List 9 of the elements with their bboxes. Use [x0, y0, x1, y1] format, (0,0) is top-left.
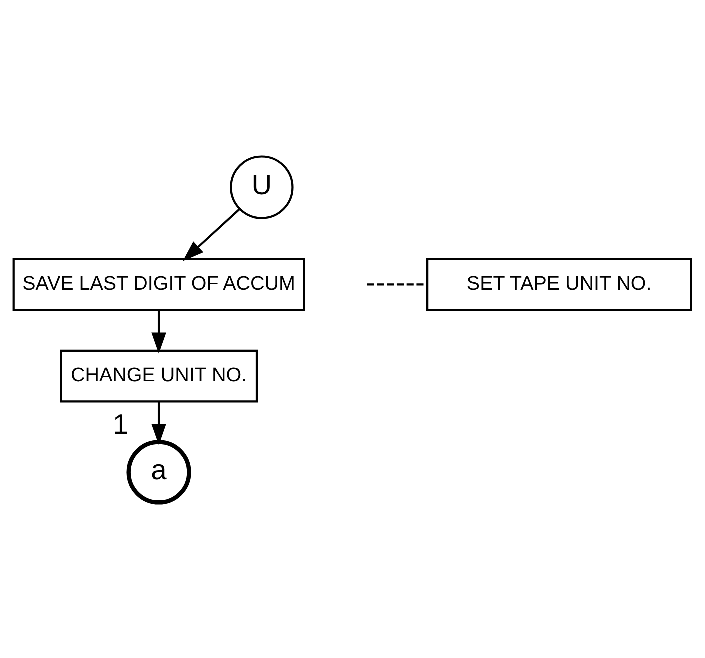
arrow [152, 401, 166, 445]
node-circle: U [230, 155, 294, 219]
node-box: SET TAPE UNIT NO. [426, 258, 692, 311]
node-label: 1 [112, 408, 129, 440]
node-box: SAVE LAST DIGIT OF ACCUM [12, 258, 306, 311]
arrow [152, 310, 166, 354]
node-circle: a [126, 440, 192, 504]
node-box: CHANGE UNIT NO. [60, 349, 258, 402]
arrow [182, 208, 240, 261]
